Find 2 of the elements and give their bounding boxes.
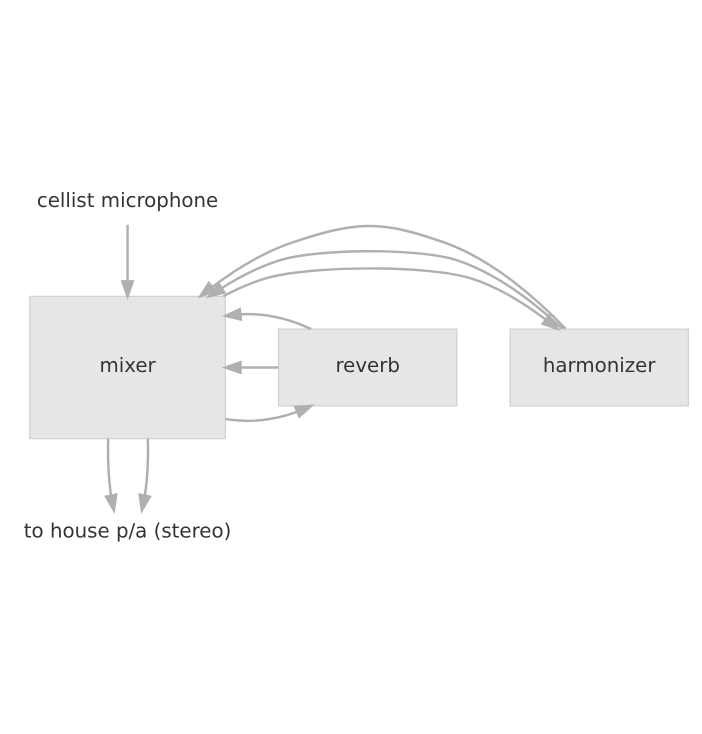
node-text: cellist microphone bbox=[36, 188, 218, 212]
node-text: to house p/a (stereo) bbox=[24, 518, 232, 542]
